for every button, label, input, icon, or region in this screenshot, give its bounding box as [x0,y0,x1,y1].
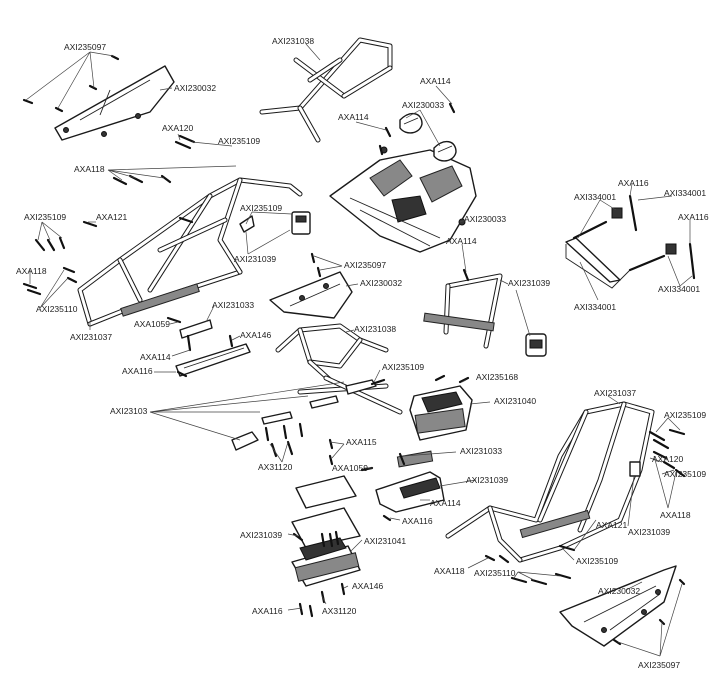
label-axi230032-top: AXI230032 [174,83,216,93]
label-axa116-lower: AXA116 [252,606,283,616]
label-axi231038-center: AXI231038 [354,324,396,334]
left-main-cage [77,177,303,327]
seat-tub [329,146,477,253]
label-axi23103: AXI23103 [110,406,148,416]
label-axi334001-b: AXI334001 [664,188,706,198]
label-axa146-left: AXA146 [240,330,271,340]
label-axa118-bottom: AXA118 [434,566,465,576]
screws-seat [378,102,456,156]
label-axi334001-c: AXI334001 [658,284,700,294]
label-axa115: AXA115 [346,437,377,447]
label-axa114-center: AXA114 [446,236,477,246]
label-axi334001-a: AXI334001 [574,192,616,202]
side-panel-center [269,252,353,319]
lower-tray-lid [291,475,361,549]
label-axa114-mid: AXA114 [430,498,461,508]
label-axa116-mid: AXA116 [402,516,433,526]
label-axa121-right: AXA121 [596,520,627,530]
label-axi235097-top: AXI235097 [64,42,106,52]
label-axa118-top: AXA118 [74,164,105,174]
left-rail-assembly [166,316,251,378]
label-axi235109-left: AXI235109 [24,212,66,222]
label-axa121-left: AXA121 [96,212,127,222]
label-axi235109-right-bottom: AXI235109 [576,556,618,566]
label-axi235109-right-top: AXI235109 [664,410,706,420]
label-axi230033-belts: AXI230033 [402,100,444,110]
label-axa120-left: AXA120 [162,123,193,133]
label-axi231033-mid: AXI231033 [460,446,502,456]
label-axi235097-center: AXI235097 [344,260,386,270]
label-axi334001-d: AXI334001 [574,302,616,312]
label-axi230032-bottom: AXI230032 [598,586,640,596]
label-axa114-top-left: AXA114 [338,112,369,122]
electronics-box [370,374,473,441]
label-axi231039-right-lower: AXI231039 [628,527,670,537]
label-axi235109-center: AXI235109 [240,203,282,213]
label-axa116-b: AXA116 [678,212,709,222]
label-axi231037-left: AXI231037 [70,332,112,342]
label-axa114-left: AXA114 [140,352,171,362]
label-axi231039-center: AXI231039 [234,254,276,264]
side-panel-front-left [54,65,175,141]
label-axa118-right: AXA118 [660,510,691,520]
front-bumper-rods [565,194,696,289]
screws-top-left [22,54,120,113]
center-bracket-small [239,211,311,235]
label-axi235109-top: AXI235109 [218,136,260,146]
label-axa146-lower: AXA146 [352,581,383,591]
label-axi231033-left: AXI231033 [212,300,254,310]
side-panel-rear-right [559,565,686,647]
leader-lines [25,43,693,657]
label-axi231039-mid: AXI231039 [466,475,508,485]
label-axi231040: AXI231040 [494,396,536,406]
label-axi231039-right: AXI231039 [508,278,550,288]
label-axi230032-center: AXI230032 [360,278,402,288]
label-axi231038-top: AXI231038 [272,36,314,46]
label-axa1059-left: AXA1059 [134,319,170,329]
mid-bracket-assembly [328,438,445,522]
label-axi231037-right: AXI231037 [594,388,636,398]
label-axi235110-bottom: AXI235110 [474,568,516,578]
label-axa114-top-right: AXA114 [420,76,451,86]
label-axi231041: AXI231041 [364,536,406,546]
label-axi231039-lower: AXI231039 [240,530,282,540]
label-axi235109-right-mid: AXI235109 [664,469,706,479]
label-axi235168: AXI235168 [476,372,518,382]
lower-tray-box [291,530,361,618]
label-axa120-right: AXA120 [652,454,683,464]
seat-belts [399,113,457,162]
front-hoop-right [423,268,547,357]
label-axi235097-bottom: AXI235097 [638,660,680,670]
label-ax31120-mid: AX31120 [258,462,293,472]
label-axi235109-mid: AXI235109 [382,362,424,372]
screws-left-cage [22,134,196,296]
screws-right-cage [484,428,686,586]
center-roll-hoop [275,323,389,383]
rear-roll-bar [259,37,393,143]
right-main-cage [445,401,655,563]
label-axa116-a: AXA116 [618,178,649,188]
label-axa1059-mid: AXA1059 [332,463,368,473]
label-axa118-left: AXA118 [16,266,47,276]
label-axa116-left: AXA116 [122,366,153,376]
label-axi235110-left: AXI235110 [36,304,78,314]
label-ax31120-lower: AX31120 [322,606,357,616]
label-axi230033-seat: AXI230033 [464,214,506,224]
part-labels: AXI235097 AXI230032 AXA120 AXI235109 AXA… [16,36,709,670]
